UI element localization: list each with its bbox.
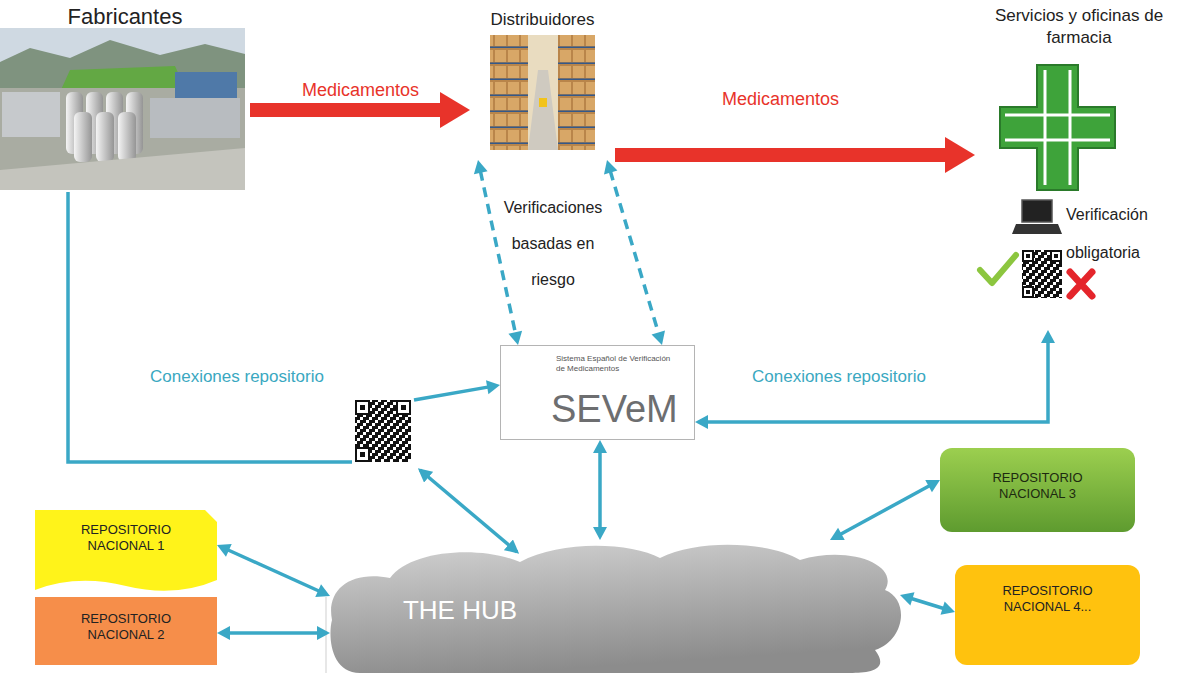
pharmacy-cross — [1000, 65, 1115, 190]
arrow-head — [652, 331, 665, 345]
connector-line — [480, 171, 515, 334]
arrow-head — [317, 626, 330, 640]
annotation-label: Verificaciones basadas en riesgo — [493, 190, 613, 298]
arrow-head — [830, 528, 845, 540]
connector-line — [228, 631, 319, 635]
repository-label: REPOSITORIO NACIONAL 1 — [70, 522, 182, 554]
connector-label: Conexiones repositorio — [150, 366, 324, 388]
repository-box: REPOSITORIO NACIONAL 1 — [35, 510, 217, 592]
arrow-head — [217, 626, 230, 640]
connector-label-holder: Conexiones repositorio — [752, 366, 926, 388]
connector-arrow — [474, 160, 522, 345]
connector-line — [911, 598, 945, 609]
arrow-head — [315, 584, 330, 597]
repository-box: REPOSITORIO NACIONAL 2 — [35, 597, 217, 665]
connector-arrow — [830, 480, 940, 540]
connector-label: Medicamentos — [722, 88, 839, 110]
repository-label: REPOSITORIO NACIONAL 3 — [982, 470, 1094, 502]
logo-name: SEVeM — [551, 388, 694, 430]
arrow-head — [593, 440, 607, 453]
connector-line — [250, 103, 442, 117]
annotation-label-holder: Verificaciones basadas en riesgo — [493, 190, 613, 298]
check-mark — [980, 255, 1016, 283]
annotation-label-holder: Verificación obligatoria — [1066, 196, 1182, 272]
arrow-head — [941, 601, 955, 614]
connector-line — [610, 171, 659, 335]
arrow-head — [1041, 330, 1055, 343]
connector-label-holder: Medicamentos — [722, 88, 839, 110]
arrow-head — [440, 92, 470, 128]
hub-cloud: THE HUB — [330, 540, 900, 673]
node-heading: Fabricantes — [0, 5, 250, 29]
arrow-head — [695, 415, 708, 429]
arrow-head — [486, 380, 500, 394]
repository-label: REPOSITORIO NACIONAL 4... — [992, 583, 1104, 615]
laptop-icon — [1012, 200, 1062, 234]
hub-label: THE HUB — [390, 595, 530, 625]
repository-box: REPOSITORIO NACIONAL 4... — [955, 565, 1140, 665]
arrow-head — [925, 480, 940, 492]
connector-arrow — [593, 440, 607, 540]
connector-arrow — [217, 544, 330, 597]
connector-line — [615, 148, 947, 162]
arrow-head — [217, 544, 232, 557]
cloud-shape — [330, 545, 901, 673]
connector-label-holder: Medicamentos — [302, 79, 419, 101]
arrow-head — [474, 160, 488, 174]
connector-line — [598, 451, 602, 529]
repository-box: REPOSITORIO NACIONAL 3 — [940, 448, 1135, 532]
qr-code — [355, 400, 411, 462]
node-heading: Servicios y oficinas de farmacia — [975, 5, 1183, 49]
arrow-head — [508, 331, 522, 345]
connector-arrow — [615, 137, 975, 173]
manufacturer-node: Fabricantes — [0, 5, 250, 192]
connector-arrow — [900, 592, 955, 615]
qr-code — [1022, 250, 1062, 298]
connector-label: Conexiones repositorio — [752, 366, 926, 388]
arrow-head — [593, 527, 607, 540]
sevem-box: Sistema Español de Verificación de Medic… — [500, 345, 695, 440]
logo-subtitle: Sistema Español de Verificación de Medic… — [556, 354, 681, 374]
connector-line — [68, 192, 352, 462]
node-heading: Distribuidores — [470, 10, 615, 30]
arrow-head — [945, 137, 975, 173]
connector-line — [414, 387, 489, 400]
connector-arrow — [68, 192, 500, 462]
arrow-head — [900, 592, 914, 605]
pharmacy-node: Servicios y oficinas de farmacia — [975, 5, 1183, 330]
connector-line — [840, 485, 931, 534]
repository-shape — [35, 510, 217, 591]
connector-arrow — [217, 626, 330, 640]
connector-arrow — [695, 330, 1055, 429]
warehouse-photo — [490, 35, 595, 150]
connector-arrow — [604, 160, 665, 345]
repository-label: REPOSITORIO NACIONAL 2 — [70, 611, 182, 643]
connector-label: Medicamentos — [302, 79, 419, 101]
connector-line — [706, 341, 1048, 422]
factory-photo — [0, 28, 245, 190]
qr-hub-arrow — [420, 470, 517, 552]
connector-line — [227, 550, 320, 592]
annotation-label: Verificación obligatoria — [1066, 196, 1182, 272]
cross-mark — [1070, 272, 1092, 296]
arrow-head — [604, 160, 617, 174]
distributor-node: Distribuidores — [470, 10, 615, 160]
connector-label-holder: Conexiones repositorio — [150, 366, 324, 388]
